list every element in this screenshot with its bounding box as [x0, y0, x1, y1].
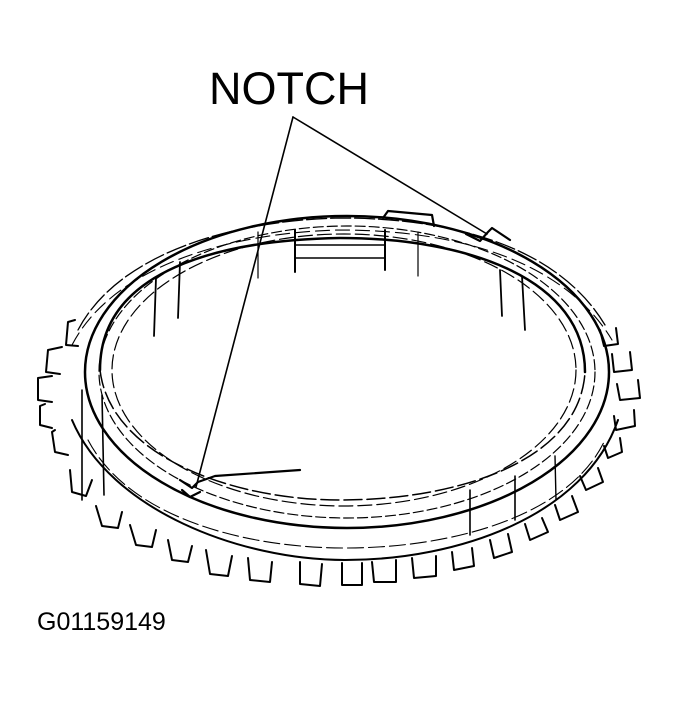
ring-lugs: [81, 229, 557, 536]
notch-top-right: [381, 209, 512, 243]
figure-id-label: G01159149: [37, 608, 166, 636]
ring-teeth: [37, 319, 641, 587]
notch-callout-label: NOTCH: [209, 63, 369, 114]
ring-body: [71, 214, 619, 561]
notch-callout-leaders: [195, 116, 488, 488]
